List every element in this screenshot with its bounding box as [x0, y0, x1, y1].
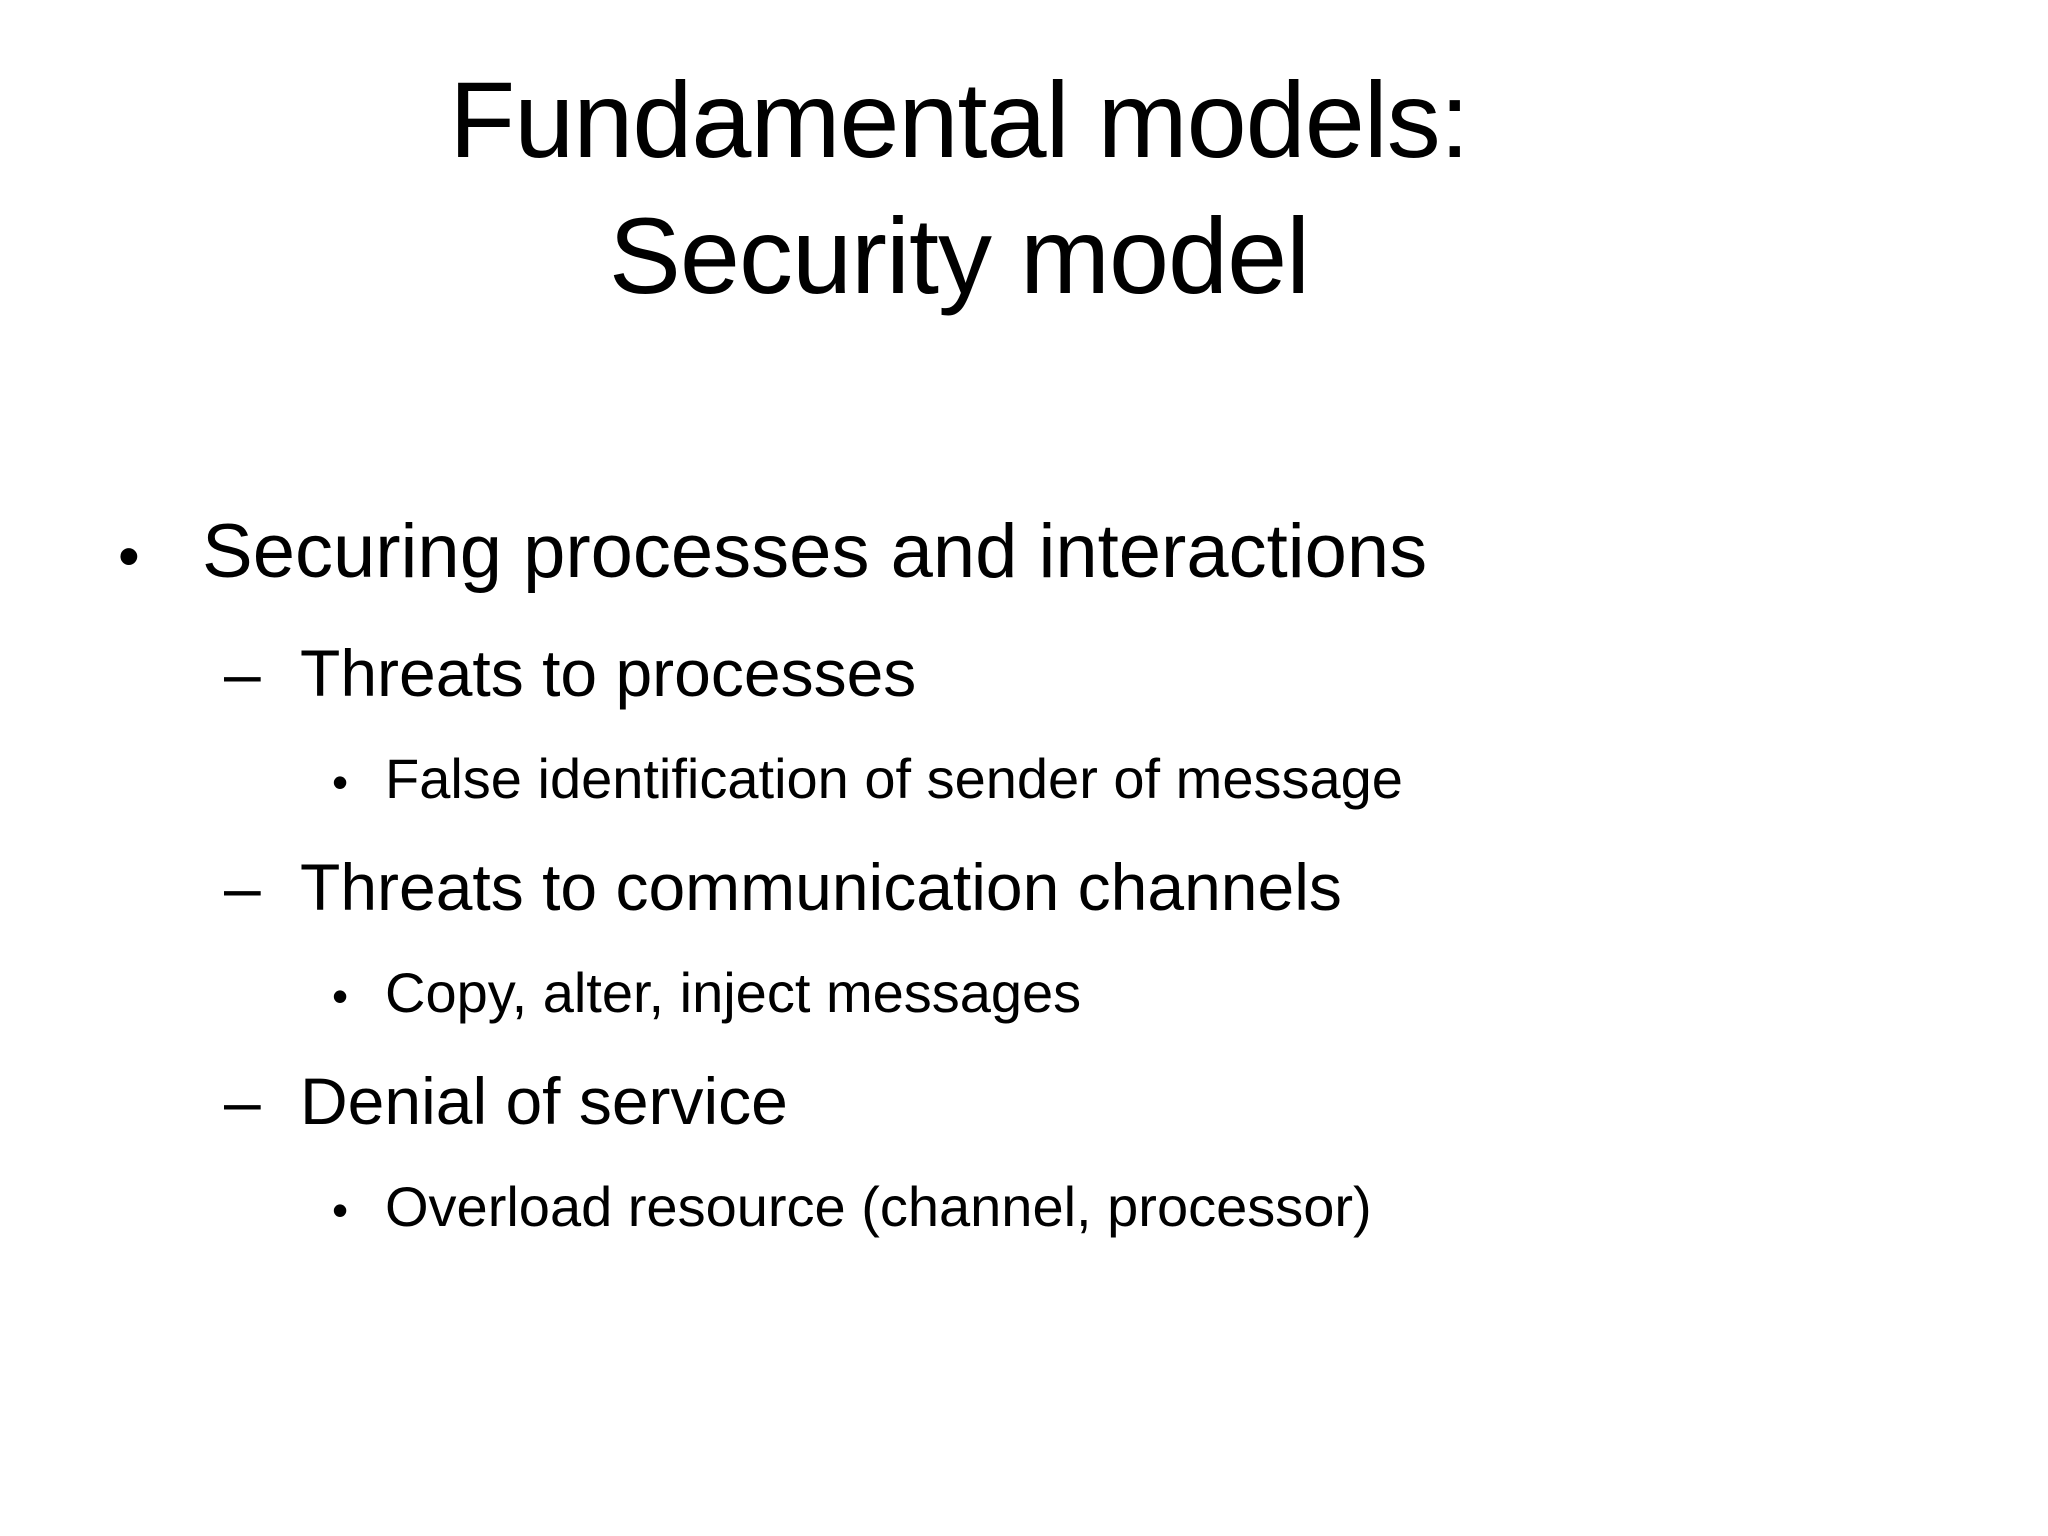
bullet-item: – Threats to communication channels: [0, 845, 2048, 930]
dash-marker-icon: –: [224, 850, 261, 924]
slide-title: Fundamental models: Security model: [0, 52, 2048, 324]
bullet-text: False identification of sender of messag…: [385, 747, 1403, 810]
dash-marker-icon: –: [224, 636, 261, 710]
bullet-item: • Copy, alter, inject messages: [0, 957, 2048, 1032]
bullet-text: Overload resource (channel, processor): [385, 1175, 1372, 1238]
bullet-list: • Securing processes and interactions – …: [0, 504, 2048, 1273]
bullet-marker-icon: •: [118, 522, 140, 591]
bullet-item: – Threats to processes: [0, 631, 2048, 716]
bullet-marker-icon: •: [332, 1184, 349, 1236]
title-line-1: Fundamental models:: [449, 59, 1470, 180]
bullet-item: • Overload resource (channel, processor): [0, 1171, 2048, 1246]
bullet-text: Denial of service: [300, 1064, 788, 1138]
bullet-text: Securing processes and interactions: [202, 509, 1428, 594]
bullet-item: • False identification of sender of mess…: [0, 743, 2048, 818]
bullet-text: Copy, alter, inject messages: [385, 961, 1082, 1024]
bullet-item: • Securing processes and interactions: [0, 504, 2048, 604]
bullet-text: Threats to communication channels: [300, 850, 1342, 924]
bullet-text: Threats to processes: [300, 636, 917, 710]
bullet-marker-icon: •: [332, 756, 349, 808]
title-line-2: Security model: [608, 195, 1310, 316]
dash-marker-icon: –: [224, 1064, 261, 1138]
bullet-item: – Denial of service: [0, 1059, 2048, 1144]
bullet-marker-icon: •: [332, 970, 349, 1022]
